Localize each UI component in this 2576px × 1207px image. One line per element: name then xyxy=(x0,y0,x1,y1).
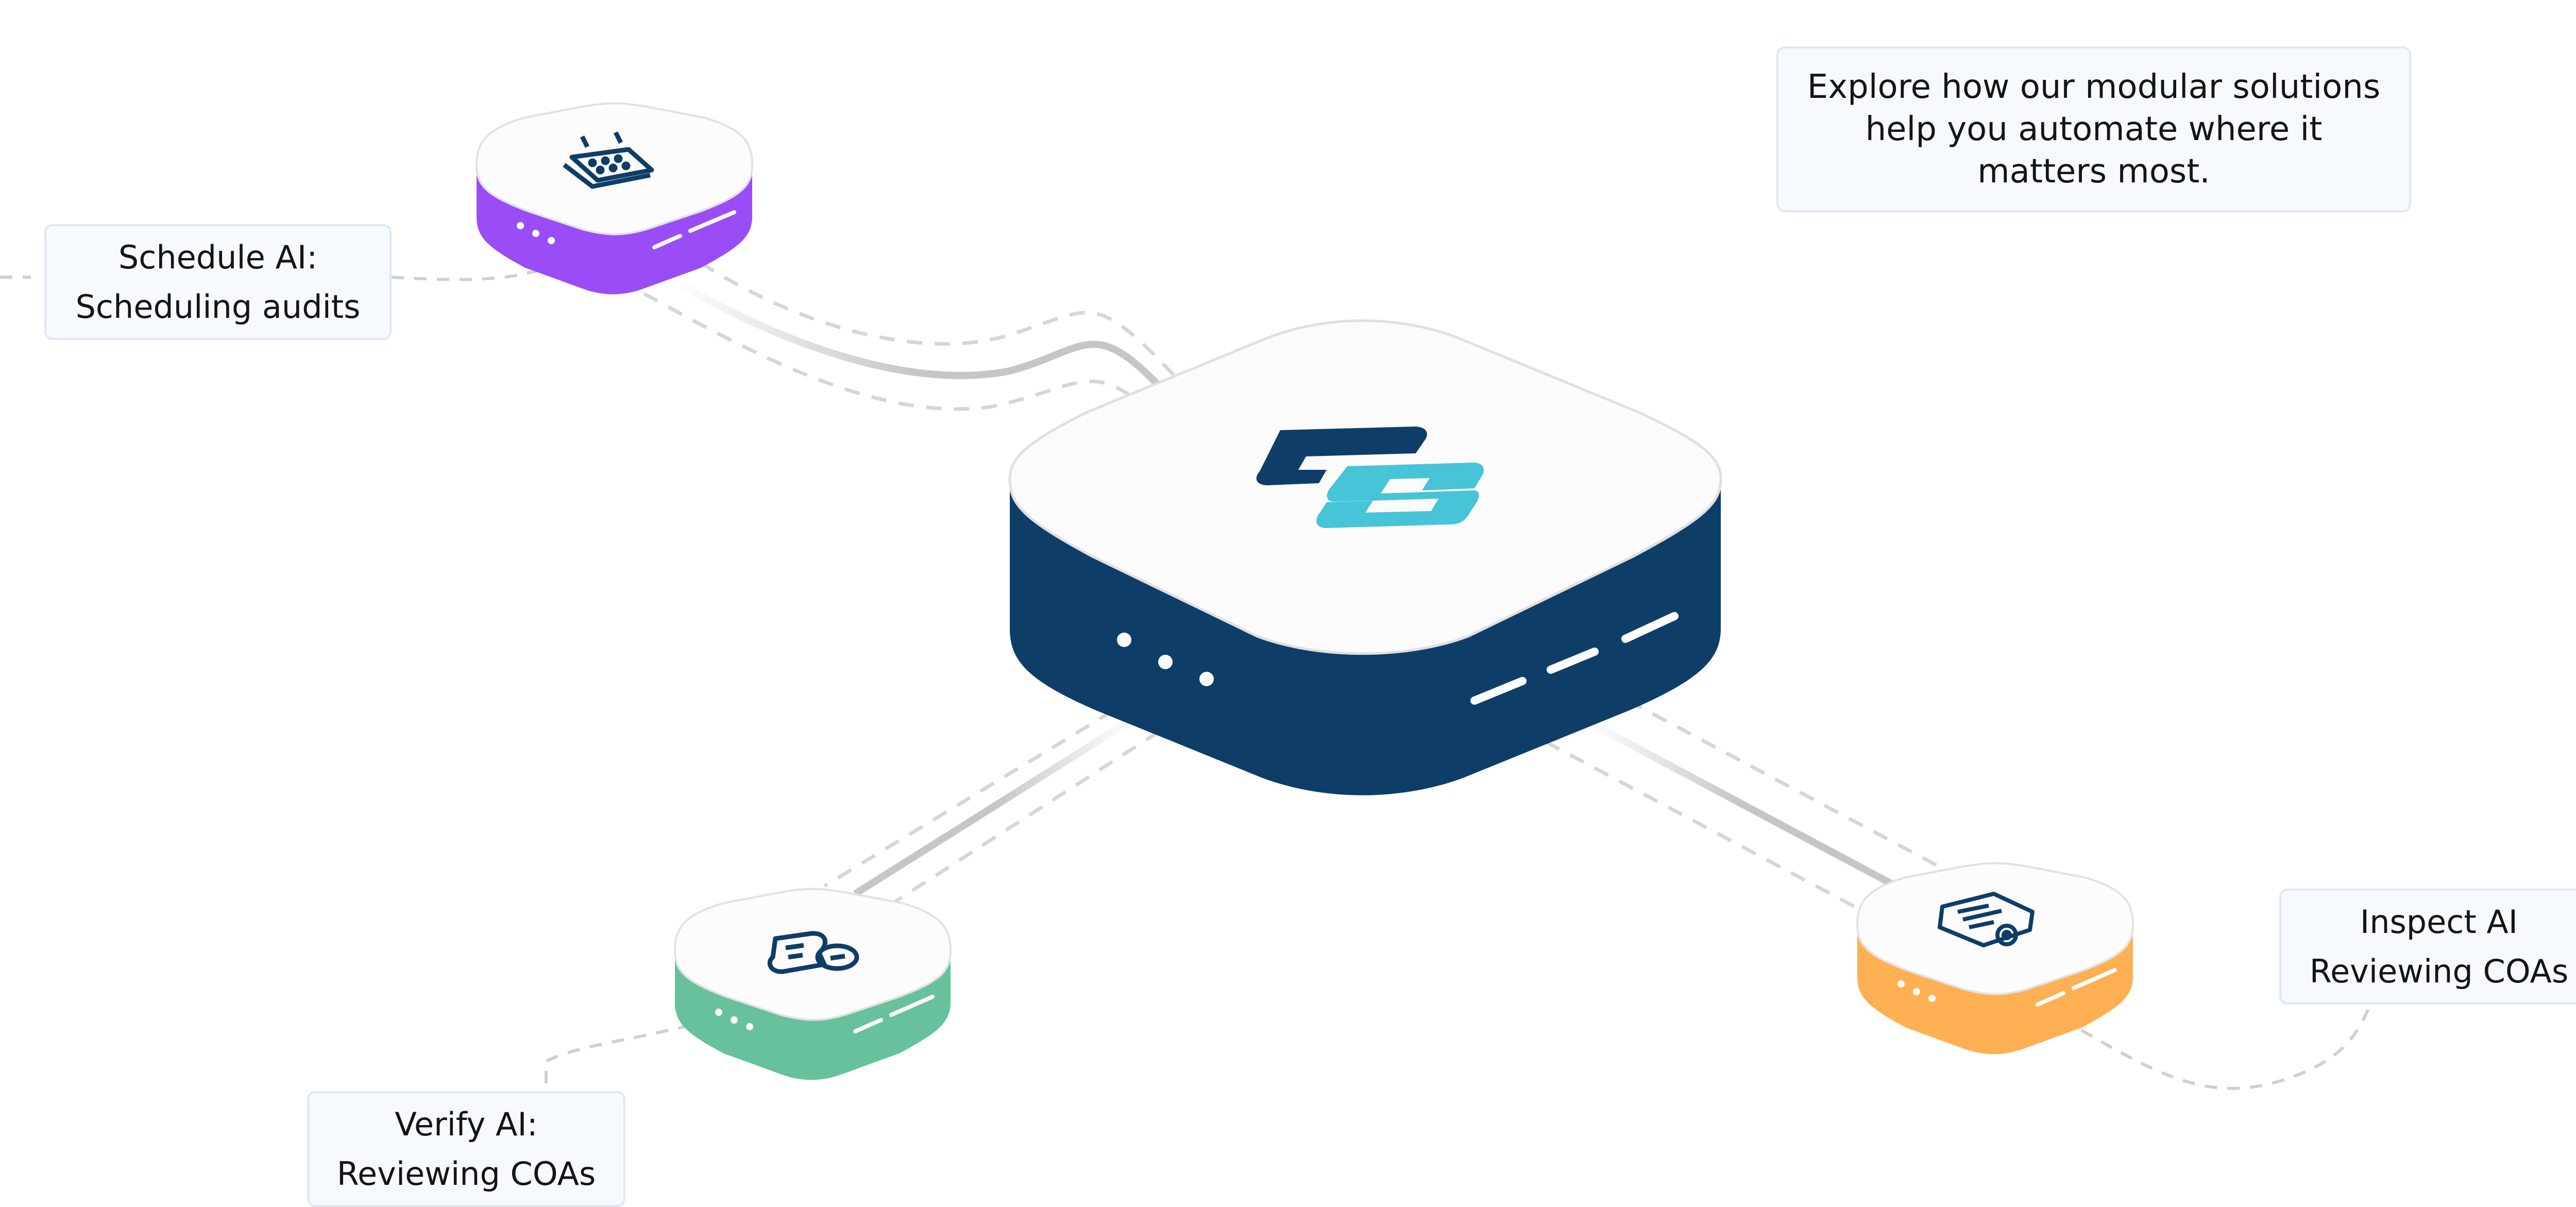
intro-line-1: Explore how our modular solutions xyxy=(1807,68,2381,106)
callout-schedule-subtitle: Scheduling audits xyxy=(75,287,361,326)
intro-callout: Explore how our modular solutions help y… xyxy=(1776,46,2411,212)
callout-verify-title: Verify AI: xyxy=(395,1105,538,1143)
module-box-inspect[interactable] xyxy=(1856,862,2134,1055)
leader-line-inspect xyxy=(2080,1004,2371,1090)
vent-lines-schedule xyxy=(652,210,736,249)
hub-logo-icon xyxy=(1256,427,1484,528)
vent-lines-verify xyxy=(853,995,935,1033)
connector-schedule-hub xyxy=(643,261,1176,414)
certificate-gear-icon xyxy=(1938,892,2035,947)
module-box-schedule[interactable] xyxy=(475,102,754,295)
intro-line-3: matters most. xyxy=(1977,152,2210,191)
leader-line-schedule xyxy=(0,266,547,281)
module-box-verify[interactable] xyxy=(673,888,952,1080)
leader-line-verify xyxy=(545,1024,691,1091)
vent-lines-inspect xyxy=(2036,968,2117,1007)
status-lights-schedule xyxy=(517,222,555,244)
module-top-verify xyxy=(673,888,952,1021)
callout-inspect-title: Inspect AI xyxy=(2360,903,2518,941)
callout-verify[interactable]: Verify AI: Reviewing COAs xyxy=(307,1091,625,1207)
status-lights-inspect xyxy=(1897,980,1936,1002)
callout-inspect[interactable]: Inspect AI Reviewing COAs xyxy=(2279,889,2576,1005)
hub-status-lights xyxy=(1117,633,1214,686)
calendar-icon xyxy=(563,131,654,189)
intro-line-2: help you automate where it xyxy=(1865,110,2323,148)
hub-box[interactable] xyxy=(1008,319,1722,795)
callout-schedule-title: Schedule AI: xyxy=(118,238,318,276)
status-lights-verify xyxy=(715,1009,753,1030)
document-chat-icon xyxy=(767,931,859,974)
connector-hub-inspect xyxy=(1545,699,1938,909)
connector-hub-verify xyxy=(823,709,1160,906)
hub-vent-lines xyxy=(1470,612,1679,705)
callout-inspect-subtitle: Reviewing COAs xyxy=(2309,952,2569,990)
callout-schedule[interactable]: Schedule AI: Scheduling audits xyxy=(44,224,392,340)
callout-verify-subtitle: Reviewing COAs xyxy=(336,1154,596,1193)
module-top-inspect xyxy=(1856,862,2134,995)
